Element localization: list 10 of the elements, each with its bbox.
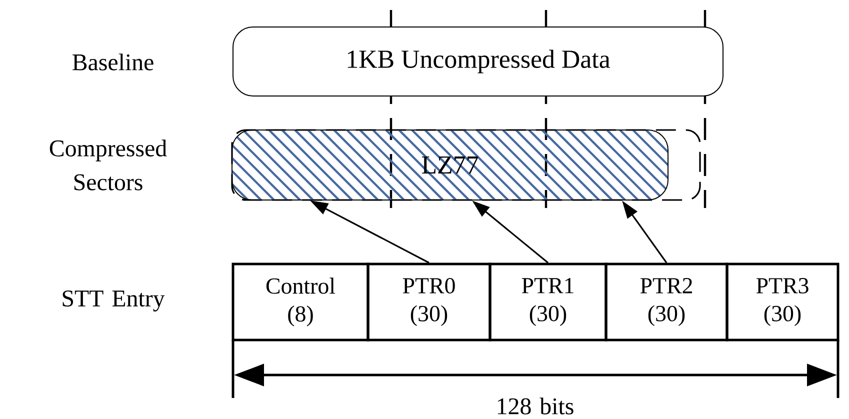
table-cell: PTR1 (30) xyxy=(488,262,608,342)
table-cell: PTR2 (30) xyxy=(604,262,728,342)
row-label: STT Entry xyxy=(62,290,165,312)
row-label: 128 bits xyxy=(498,398,574,414)
table-cell: PTR0 (30) xyxy=(366,262,492,342)
row-label: Baseline xyxy=(72,54,154,70)
data-block: 1KB Uncompressed Data xyxy=(232,26,724,96)
table-cell: Control (8) xyxy=(232,262,370,342)
table-cell: PTR3 (30) xyxy=(726,262,840,342)
row-label: Compressed Sectors xyxy=(50,140,167,190)
